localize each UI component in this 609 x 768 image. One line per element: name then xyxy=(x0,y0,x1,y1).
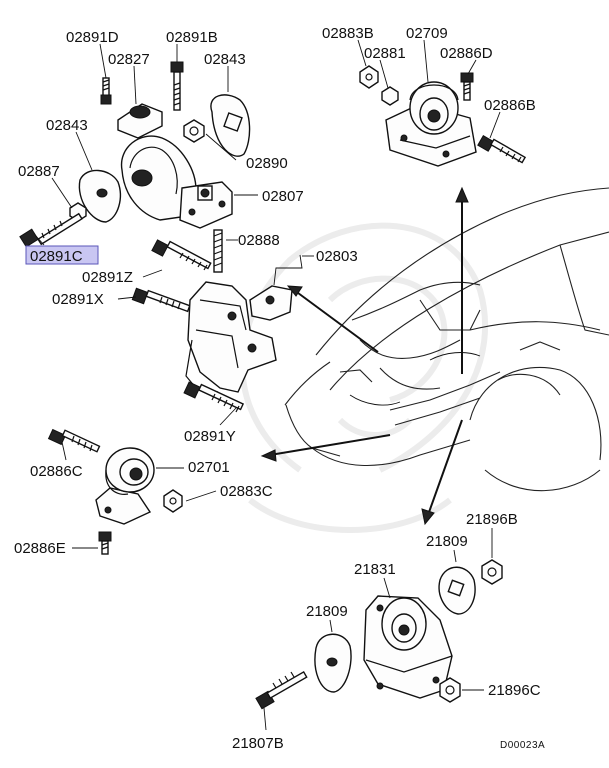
top-right-mount-assembly xyxy=(359,65,527,167)
leader-lines xyxy=(35,39,501,731)
label-02709: 02709 xyxy=(406,25,448,42)
bolt-02891C xyxy=(19,212,83,248)
label-02803: 02803 xyxy=(316,248,358,265)
bolt-02891X xyxy=(131,287,191,313)
top-mount-assembly xyxy=(19,61,251,248)
arrowhead-to-top-right xyxy=(455,186,469,203)
bolt-02891Z xyxy=(151,239,212,271)
label-02886C: 02886C xyxy=(30,463,83,480)
arrowhead-to-bottom-right xyxy=(421,508,435,526)
label-02891Z: 02891Z xyxy=(82,269,133,286)
label-02891B: 02891B xyxy=(166,29,218,46)
mount-21831 xyxy=(363,595,453,699)
nut-02881 xyxy=(381,86,399,106)
bracket-02827 xyxy=(117,103,163,139)
label-02701: 02701 xyxy=(188,459,230,476)
label-21831: 21831 xyxy=(354,561,396,578)
bolt-21807B xyxy=(255,670,308,710)
label-02807: 02807 xyxy=(262,188,304,205)
bolt-02886D xyxy=(460,72,474,101)
label-21809-right: 21809 xyxy=(426,533,468,550)
car-body-outline xyxy=(284,187,609,492)
stopper-02843-top xyxy=(210,94,251,157)
bracket-02803 xyxy=(185,281,293,393)
stopper-21809-left xyxy=(314,633,352,693)
label-02827: 02827 xyxy=(108,51,150,68)
label-21896C: 21896C xyxy=(488,682,541,699)
stud-02888 xyxy=(213,229,223,273)
middle-bracket-assembly xyxy=(131,229,293,413)
mount-02701 xyxy=(95,447,155,525)
label-02890: 02890 xyxy=(246,155,288,172)
bolt-02886E xyxy=(98,531,112,555)
label-02888: 02888 xyxy=(238,232,280,249)
arrow-to-bottom-right xyxy=(427,419,463,516)
label-02891Y: 02891Y xyxy=(184,428,236,445)
bolt-02891B xyxy=(170,61,184,111)
label-02881: 02881 xyxy=(364,45,406,62)
label-02883B: 02883B xyxy=(322,25,374,42)
mount-02709 xyxy=(385,81,477,167)
bottom-right-mount-assembly xyxy=(255,559,503,710)
label-02886E: 02886E xyxy=(14,540,66,557)
arrowhead-to-bracket xyxy=(286,285,303,297)
bolt-02891Y xyxy=(183,381,245,413)
bolt-02891D xyxy=(100,77,112,105)
part-labels: 02891D 02891B 02827 02843 02843 02887 02… xyxy=(14,25,545,752)
label-02891X: 02891X xyxy=(52,291,104,308)
label-02891C: 02891C xyxy=(30,248,83,265)
bolt-02886B xyxy=(477,134,527,164)
bottom-left-mount-assembly xyxy=(47,428,183,555)
arrowhead-to-bottom-left xyxy=(260,449,277,462)
arrows xyxy=(260,186,469,526)
label-02887: 02887 xyxy=(18,163,60,180)
bolt-02886C xyxy=(47,428,101,453)
label-21807B: 21807B xyxy=(232,735,284,752)
nut-02890 xyxy=(183,119,205,143)
diagram-code: D00023A xyxy=(500,740,545,751)
label-02843-top: 02843 xyxy=(204,51,246,68)
nut-02883C xyxy=(163,489,183,513)
arrow-to-bracket xyxy=(293,289,379,353)
arrow-to-bottom-left xyxy=(269,434,391,456)
stopper-21809-right xyxy=(438,566,476,615)
watermark-emblem xyxy=(239,222,489,533)
nut-21896C xyxy=(439,677,461,703)
label-21896B: 21896B xyxy=(466,511,518,528)
label-02843-left: 02843 xyxy=(46,117,88,134)
label-02883C: 02883C xyxy=(220,483,273,500)
label-02886D: 02886D xyxy=(440,45,493,62)
mount-body-02807 xyxy=(120,135,233,229)
label-21809-left: 21809 xyxy=(306,603,348,620)
label-02891D: 02891D xyxy=(66,29,119,46)
label-02886B: 02886B xyxy=(484,97,536,114)
nut-02883B xyxy=(359,65,379,89)
highlight-box xyxy=(25,245,99,265)
nut-21896B xyxy=(481,559,503,585)
